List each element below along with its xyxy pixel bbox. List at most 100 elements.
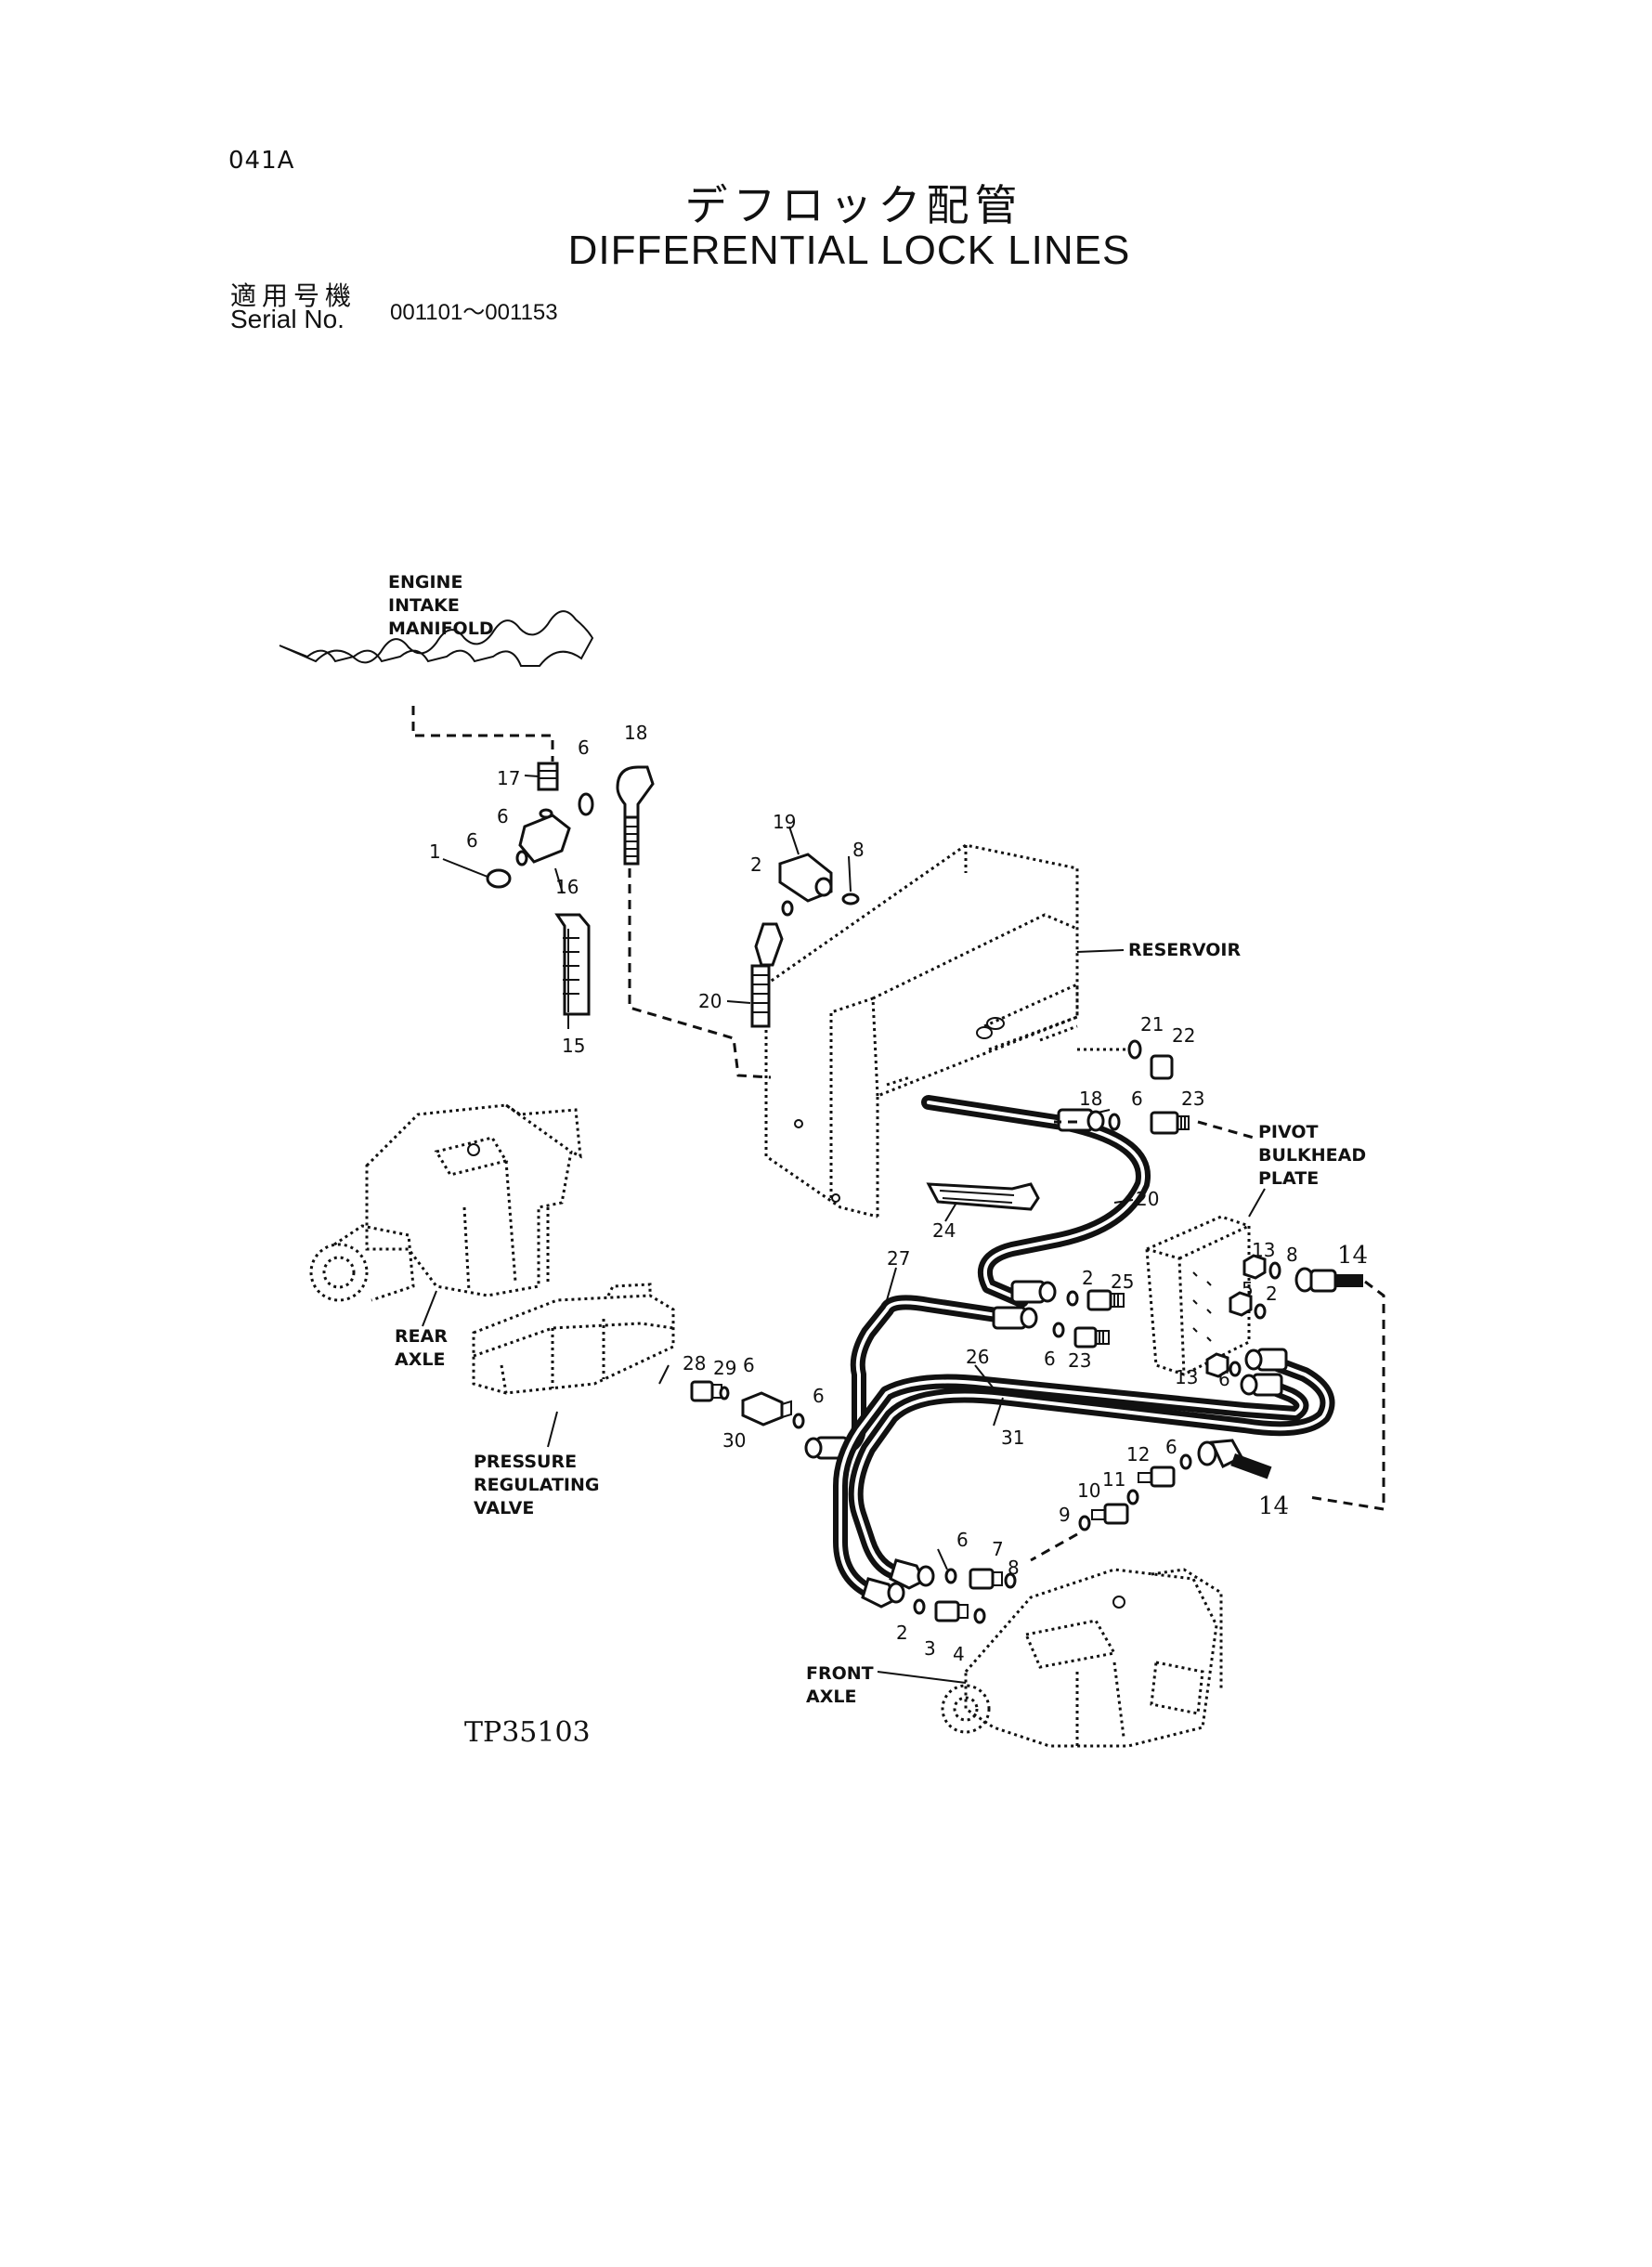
adapter-25 xyxy=(1086,1289,1125,1311)
elbow-18-upper xyxy=(578,765,655,866)
callout-25: 25 xyxy=(1111,1270,1134,1293)
hose-clamp-15 xyxy=(554,913,591,1016)
oring-6-f xyxy=(1229,1361,1242,1377)
title-japanese: デフロック配管 xyxy=(684,180,1023,230)
callout-23-b: 23 xyxy=(1068,1349,1091,1372)
fitting-17 xyxy=(537,762,559,791)
oring-6-i xyxy=(1179,1453,1192,1470)
fitting-27-end xyxy=(992,1306,1038,1330)
oring-8-c xyxy=(1004,1572,1017,1589)
callout-3: 3 xyxy=(924,1637,936,1660)
fitting-29 xyxy=(690,1380,722,1402)
callout-1: 1 xyxy=(429,840,441,863)
rear-axle-drawing xyxy=(309,1103,582,1302)
fitting-14-upper xyxy=(1294,1267,1363,1293)
callout-18-a: 18 xyxy=(624,722,647,744)
callout-26: 26 xyxy=(966,1346,989,1368)
callout-2-c: 2 xyxy=(1266,1283,1278,1305)
plug-22 xyxy=(1150,1054,1174,1080)
fitting-30 xyxy=(741,1391,792,1427)
hose-20-upper-end xyxy=(750,922,784,1028)
adapter-12 xyxy=(1138,1466,1176,1488)
callout-10: 10 xyxy=(1077,1479,1100,1502)
callout-8-a: 8 xyxy=(852,839,865,861)
callout-6-b: 6 xyxy=(497,805,509,827)
callout-leaders xyxy=(442,775,1134,1570)
callout-14-b: 14 xyxy=(1258,1492,1289,1520)
adapter-10 xyxy=(1091,1503,1129,1525)
callout-6-j: 6 xyxy=(956,1529,969,1551)
nut-13-a xyxy=(1242,1254,1267,1280)
callout-14-a: 14 xyxy=(1337,1242,1368,1270)
callout-20-b: 20 xyxy=(1136,1188,1159,1210)
hose-27 xyxy=(810,1295,1029,1456)
oring-2-d xyxy=(913,1598,926,1615)
fitting-31-upper xyxy=(1240,1373,1283,1397)
front-axle-drawing xyxy=(941,1568,1223,1748)
callout-6-c: 6 xyxy=(578,736,590,759)
fitting-31-lower xyxy=(861,1577,905,1609)
callout-21: 21 xyxy=(1140,1013,1164,1036)
callout-5: 5 xyxy=(1242,1278,1254,1300)
fitting-20-end xyxy=(1010,1280,1057,1304)
oring-8-b xyxy=(1268,1261,1281,1280)
label-engine-line3: MANIFOLD xyxy=(388,619,494,639)
label-engine-line1: ENGINE xyxy=(388,572,462,593)
title-english: DIFFERENTIAL LOCK LINES xyxy=(567,228,1131,273)
label-prv-line1: PRESSURE xyxy=(474,1452,577,1472)
label-rear-line1: REAR xyxy=(395,1326,448,1347)
label-front-line1: FRONT xyxy=(806,1663,874,1684)
fitting-3 xyxy=(934,1600,969,1622)
label-pivot-line1: PIVOT xyxy=(1258,1122,1319,1142)
serial-label-japanese: 適用号機 xyxy=(230,280,358,311)
label-reservoir: RESERVOIR xyxy=(1128,940,1241,960)
nut-5 xyxy=(1229,1291,1253,1317)
fitting-14-lower xyxy=(1197,1439,1272,1479)
oring-28 xyxy=(658,1364,670,1385)
callout-29: 29 xyxy=(713,1357,736,1379)
clamp-24 xyxy=(926,1182,1040,1211)
label-engine-line2: INTAKE xyxy=(388,595,460,616)
callout-2-b: 2 xyxy=(1082,1267,1094,1289)
callout-28: 28 xyxy=(683,1352,706,1375)
label-prv-line3: VALVE xyxy=(474,1498,534,1518)
oring-2-c xyxy=(1254,1303,1267,1320)
oring-6-h xyxy=(792,1413,805,1429)
oring-6-e xyxy=(1052,1322,1065,1338)
callout-17: 17 xyxy=(497,767,520,789)
callout-4: 4 xyxy=(953,1643,965,1665)
oring-2-a xyxy=(781,900,794,917)
callout-7: 7 xyxy=(992,1538,1004,1560)
adapter-23-a xyxy=(1150,1111,1190,1135)
callout-27: 27 xyxy=(887,1247,910,1270)
callout-20-a: 20 xyxy=(698,990,722,1012)
callout-11: 11 xyxy=(1102,1468,1125,1491)
serial-range: 001101～001153 xyxy=(390,300,558,325)
reservoir-drawing xyxy=(764,843,1079,1218)
pivot-bulkhead-plate-drawing xyxy=(1145,1215,1251,1376)
callout-6-f: 6 xyxy=(1218,1368,1230,1390)
oring-2-b xyxy=(1066,1290,1079,1307)
oring-8-a xyxy=(841,892,860,905)
callout-22: 22 xyxy=(1172,1024,1195,1047)
callout-24: 24 xyxy=(932,1219,956,1242)
oring-6-g xyxy=(719,1386,730,1401)
callout-9: 9 xyxy=(1059,1504,1071,1526)
callout-23-a: 23 xyxy=(1181,1088,1204,1110)
oring-11 xyxy=(1126,1489,1139,1505)
nut-13-b xyxy=(1205,1352,1229,1378)
drawing-code: TP35103 xyxy=(464,1716,591,1749)
callout-12: 12 xyxy=(1126,1443,1150,1466)
oring-9 xyxy=(1078,1515,1091,1531)
callout-6-i: 6 xyxy=(1165,1436,1177,1458)
label-pivot-line2: BULKHEAD xyxy=(1258,1145,1366,1166)
label-prv-line2: REGULATING xyxy=(474,1475,600,1495)
callout-18-b: 18 xyxy=(1079,1088,1102,1110)
callout-8-b: 8 xyxy=(1286,1244,1298,1266)
oring-6-c xyxy=(515,850,528,866)
fitting-7 xyxy=(969,1568,1003,1590)
label-front-line2: AXLE xyxy=(806,1687,856,1707)
oring-6-d xyxy=(1108,1113,1121,1131)
callout-13-a: 13 xyxy=(1252,1239,1275,1261)
